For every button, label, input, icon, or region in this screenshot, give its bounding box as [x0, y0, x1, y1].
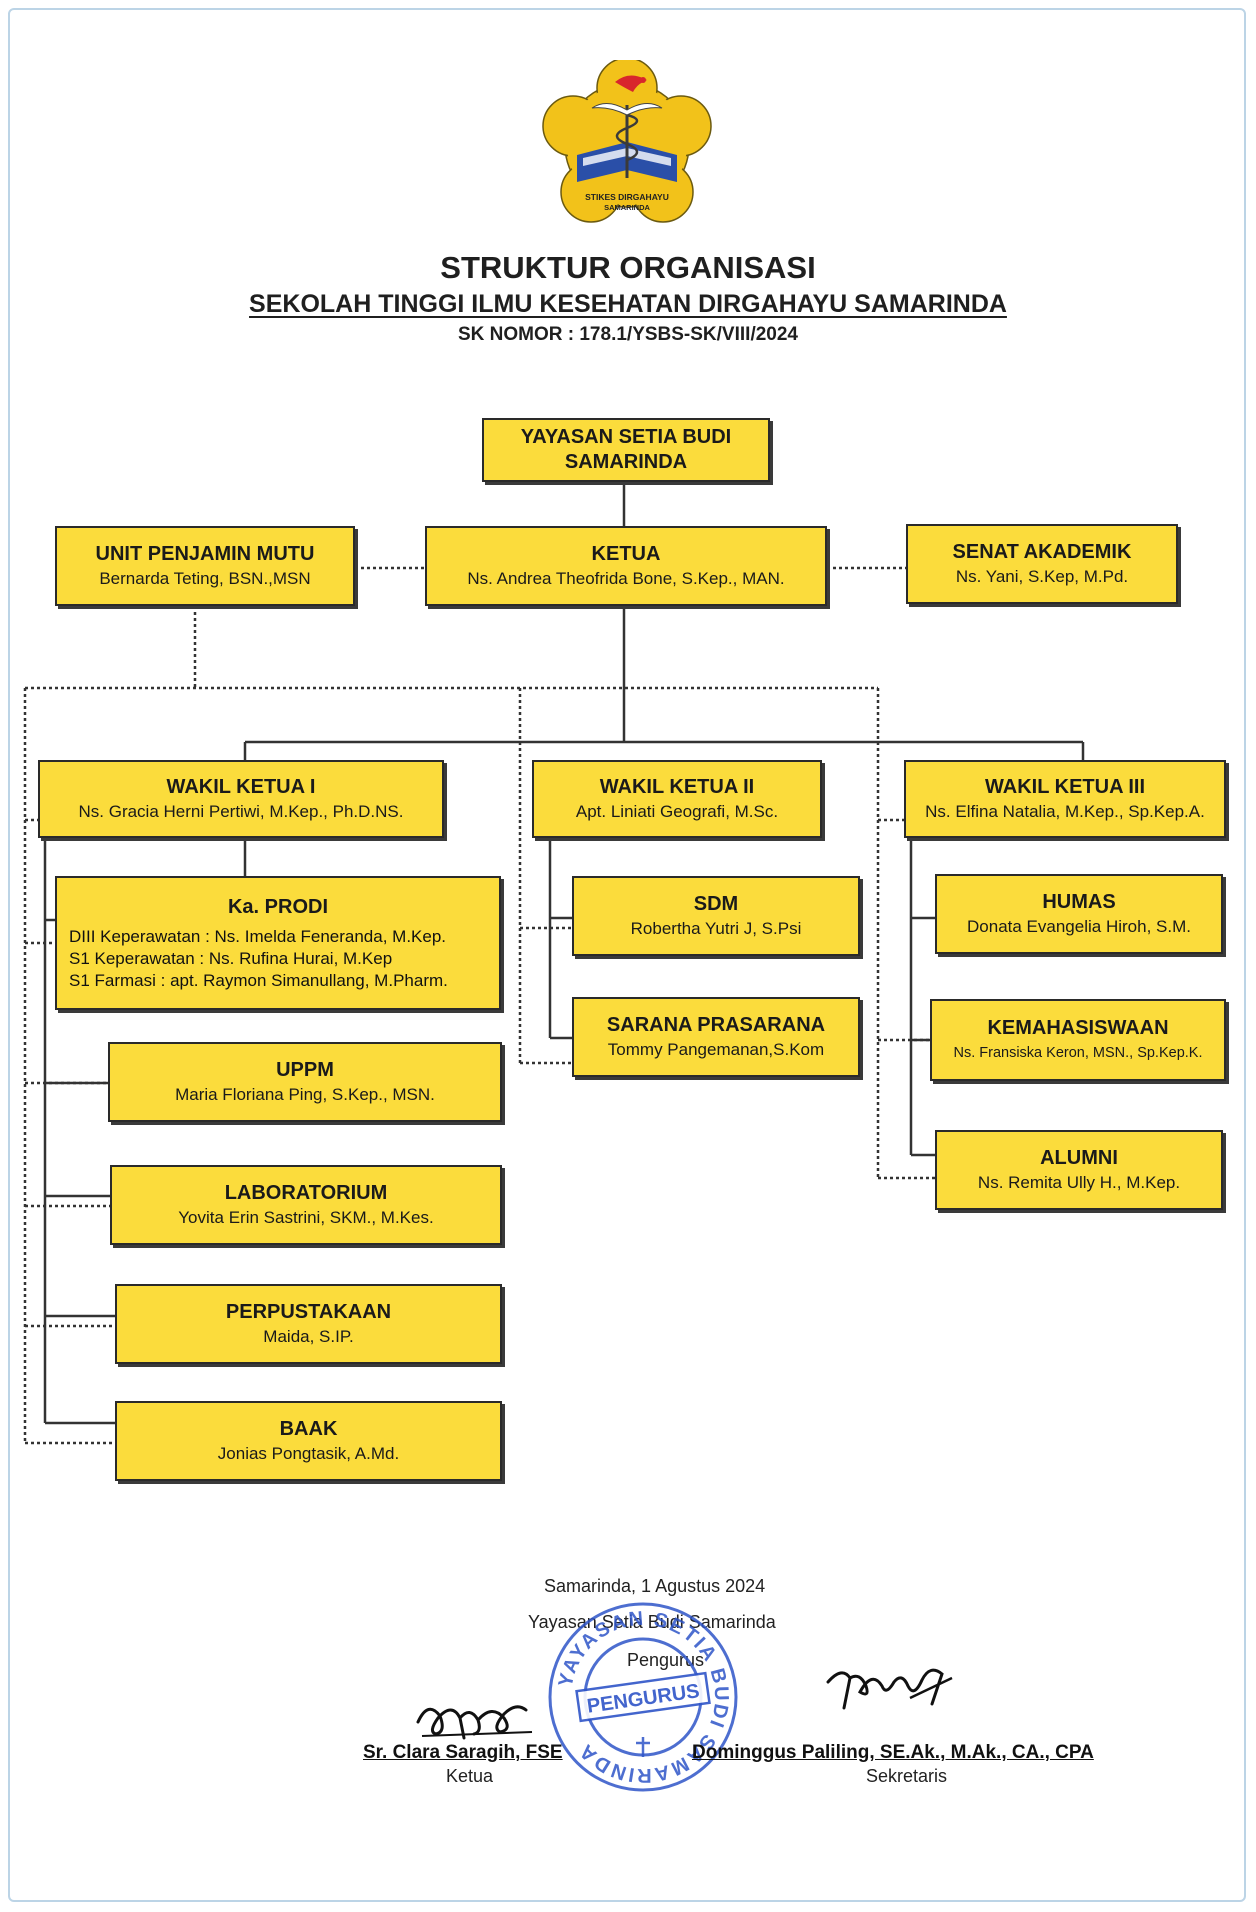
lab-name: Yovita Erin Sastrini, SKM., M.Kes.: [178, 1207, 434, 1227]
wk1-title: WAKIL KETUA I: [166, 775, 316, 798]
sdm-name: Robertha Yutri J, S.Psi: [630, 918, 802, 938]
logo-text-1: STIKES DIRGAHAYU: [585, 192, 669, 202]
subtitle-text: SEKOLAH TINGGI ILMU KESEHATAN DIRGAHAYU …: [249, 290, 1007, 318]
perpus-name: Maida, S.IP.: [263, 1326, 354, 1346]
sarpras-name: Tommy Pangemanan,S.Kom: [607, 1039, 825, 1059]
signer1-name: Sr. Clara Saragih, FSE: [363, 1742, 563, 1763]
signature-ketua: [416, 1705, 533, 1740]
prodi-item-s1-farmasi: S1 Farmasi : apt. Raymon Simanullang, M.…: [69, 970, 448, 990]
box-sdm: SDM Robertha Yutri J, S.Psi: [572, 876, 860, 956]
box-ketua: KETUA Ns. Andrea Theofrida Bone, S.Kep.,…: [425, 526, 827, 606]
box-unit-penjamin-mutu: UNIT PENJAMIN MUTU Bernarda Teting, BSN.…: [55, 526, 355, 606]
signer2-name: Dominggus Paliling, SE.Ak., M.Ak., CA., …: [692, 1742, 1094, 1763]
alumni-name: Ns. Remita Ully H., M.Kep.: [977, 1172, 1181, 1192]
box-senat-akademik: SENAT AKADEMIK Ns. Yani, S.Kep, M.Pd.: [906, 524, 1178, 604]
box-kemahasiswaan: KEMAHASISWAAN Ns. Fransiska Keron, MSN.,…: [930, 999, 1226, 1081]
senat-name: Ns. Yani, S.Kep, M.Pd.: [955, 566, 1129, 586]
perpus-title: PERPUSTAKAAN: [225, 1300, 392, 1323]
page-frame: [8, 8, 1246, 1902]
alumni-title: ALUMNI: [1040, 1146, 1118, 1169]
prodi-item-s1-keperawatan: S1 Keperawatan : Ns. Rufina Hurai, M.Kep: [69, 948, 393, 968]
wk1-name: Ns. Gracia Herni Pertiwi, M.Kep., Ph.D.N…: [78, 801, 404, 821]
box-laboratorium: LABORATORIUM Yovita Erin Sastrini, SKM.,…: [110, 1165, 502, 1245]
uppm-title: UPPM: [276, 1058, 334, 1081]
yayasan-title-line1: YAYASAN SETIA BUDI: [520, 426, 732, 448]
wk3-title: WAKIL KETUA III: [985, 775, 1145, 798]
box-wakil-ketua-1: WAKIL KETUA I Ns. Gracia Herni Pertiwi, …: [38, 760, 444, 838]
wk3-name: Ns. Elfina Natalia, M.Kep., Sp.Kep.A.: [925, 801, 1205, 821]
footer-org: Yayasan Setia Budi Samarinda: [528, 1612, 776, 1632]
yayasan-title-line2: SAMARINDA: [564, 451, 688, 473]
box-perpustakaan: PERPUSTAKAAN Maida, S.IP.: [115, 1284, 502, 1364]
prodi-title: Ka. PRODI: [227, 895, 329, 918]
sk-number: SK NOMOR : 178.1/YSBS-SK/VIII/2024: [457, 324, 798, 345]
prodi-list: DIII Keperawatan : Ns. Imelda Feneranda,…: [57, 926, 499, 992]
signer1-role: Ketua: [446, 1766, 494, 1786]
kemahasiswaan-title: KEMAHASISWAAN: [987, 1016, 1169, 1039]
prodi-item-diii-keperawatan: DIII Keperawatan : Ns. Imelda Feneranda,…: [69, 926, 447, 946]
uppm-name: Maria Floriana Ping, S.Kep., MSN.: [175, 1084, 435, 1104]
baak-name: Jonias Pongtasik, A.Md.: [217, 1443, 400, 1463]
box-alumni: ALUMNI Ns. Remita Ully H., M.Kep.: [935, 1130, 1223, 1210]
upm-title: UNIT PENJAMIN MUTU: [95, 542, 315, 565]
ketua-title: KETUA: [591, 542, 661, 565]
place-date: Samarinda, 1 Agustus 2024: [544, 1576, 766, 1596]
kemahasiswaan-name: Ns. Fransiska Keron, MSN., Sp.Kep.K.: [953, 1044, 1203, 1061]
box-ka-prodi: Ka. PRODI DIII Keperawatan : Ns. Imelda …: [55, 876, 501, 1010]
logo-text-2: SAMARINDA: [604, 203, 650, 212]
wk2-name: Apt. Liniati Geografi, M.Sc.: [575, 801, 779, 821]
page-title: STRUKTUR ORGANISASI: [440, 250, 816, 285]
upm-name: Bernarda Teting, BSN.,MSN: [99, 568, 311, 588]
sarpras-title: SARANA PRASARANA: [606, 1013, 826, 1036]
box-uppm: UPPM Maria Floriana Ping, S.Kep., MSN.: [108, 1042, 502, 1122]
box-yayasan: YAYASAN SETIA BUDI SAMARINDA: [482, 418, 770, 482]
stikes-logo: STIKES DIRGAHAYU SAMARINDA: [542, 60, 712, 223]
signer2-role: Sekretaris: [866, 1766, 948, 1786]
box-wakil-ketua-2: WAKIL KETUA II Apt. Liniati Geografi, M.…: [532, 760, 822, 838]
box-sarana-prasarana: SARANA PRASARANA Tommy Pangemanan,S.Kom: [572, 997, 860, 1077]
ketua-name: Ns. Andrea Theofrida Bone, S.Kep., MAN.: [467, 568, 785, 588]
senat-title: SENAT AKADEMIK: [952, 540, 1132, 563]
humas-name: Donata Evangelia Hiroh, S.M.: [967, 916, 1191, 936]
box-humas: HUMAS Donata Evangelia Hiroh, S.M.: [935, 874, 1223, 954]
box-baak: BAAK Jonias Pongtasik, A.Md.: [115, 1401, 502, 1481]
humas-title: HUMAS: [1042, 890, 1116, 913]
stamp-seal: YAYASAN SETIA BUDI SAMARINDA PENGURUS: [548, 1602, 738, 1792]
signature-sekretaris: [826, 1668, 953, 1710]
page-subtitle: SEKOLAH TINGGI ILMU KESEHATAN DIRGAHAYU …: [0, 290, 1256, 319]
lab-title: LABORATORIUM: [224, 1181, 388, 1204]
sdm-title: SDM: [693, 892, 739, 915]
baak-title: BAAK: [279, 1417, 338, 1440]
box-wakil-ketua-3: WAKIL KETUA III Ns. Elfina Natalia, M.Ke…: [904, 760, 1226, 838]
wk2-title: WAKIL KETUA II: [599, 775, 755, 798]
